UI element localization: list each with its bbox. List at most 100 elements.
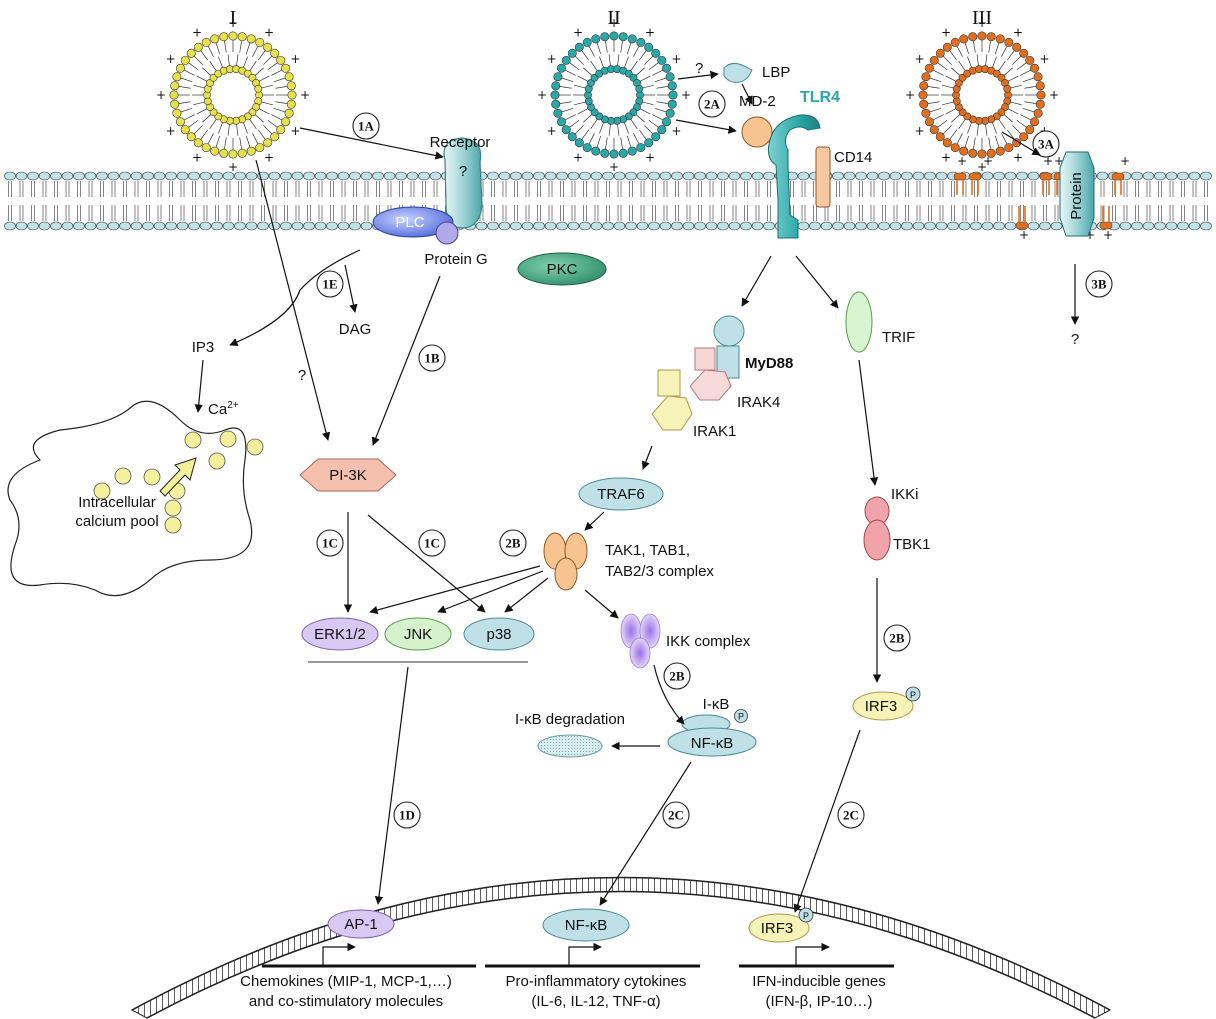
- jnk-label: JNK: [404, 626, 432, 643]
- p38: p38: [463, 617, 535, 651]
- protein-g-label: Protein G: [424, 251, 487, 268]
- svg-text:+: +: [1103, 228, 1113, 242]
- ap1-label: AP-1: [344, 916, 377, 933]
- svg-text:+: +: [671, 52, 681, 66]
- calcium-pool-line1: Intracellular: [78, 494, 156, 511]
- svg-text:1A: 1A: [358, 119, 375, 134]
- membrane-protein: Protein: [1059, 151, 1095, 237]
- pathway-III-question-mark: ?: [1071, 331, 1079, 348]
- svg-text:1C: 1C: [424, 536, 440, 551]
- svg-text:+: +: [166, 52, 176, 66]
- trif: [845, 291, 873, 353]
- gene-promoters: [262, 942, 894, 968]
- plc: PLC: [372, 206, 454, 238]
- svg-text:+: +: [537, 88, 547, 102]
- svg-text:+: +: [977, 16, 987, 30]
- calcium-release-arrow: [159, 457, 197, 497]
- md2: [741, 116, 773, 148]
- liposome-II: ++++++++++++: [537, 16, 691, 174]
- svg-text:+: +: [192, 150, 202, 164]
- roman-label-I: I: [230, 7, 237, 29]
- step-markers: 1A 1B 1C 1C 1D 1E 2A 2B 2B 2B 2C 2C 3A 3B: [316, 90, 1113, 829]
- svg-text:+: +: [573, 26, 583, 40]
- plc-label: PLC: [395, 214, 424, 231]
- ikk-complex: [620, 613, 661, 669]
- svg-text:+: +: [192, 26, 202, 40]
- svg-text:+: +: [1054, 154, 1064, 168]
- pkc: PKC: [517, 252, 607, 286]
- irf3-nucleus-phospho-label: P: [803, 911, 809, 921]
- calcium-ions: [93, 430, 264, 534]
- svg-text:+: +: [1013, 26, 1023, 40]
- svg-text:+: +: [1043, 154, 1053, 168]
- calcium-pool: [7, 400, 253, 597]
- tlr4-label: TLR4: [800, 89, 840, 106]
- svg-text:+: +: [1039, 52, 1049, 66]
- irak4: [689, 347, 732, 401]
- ikb-phospho-label: P: [738, 712, 744, 722]
- step-marker-s1d: 1D: [393, 801, 421, 829]
- step-marker-s1a: 1A: [352, 112, 380, 140]
- svg-text:1C: 1C: [322, 536, 338, 551]
- svg-text:+: +: [983, 154, 993, 168]
- md2-label: MD-2: [739, 93, 776, 110]
- irf3-phospho-label: P: [910, 690, 916, 700]
- irf3-nucleus: P IRF3: [748, 907, 814, 943]
- svg-text:+: +: [547, 52, 557, 66]
- tak-label-line1: TAK1, TAB1,: [605, 542, 690, 559]
- lbp-label: LBP: [762, 64, 790, 81]
- svg-text:+: +: [609, 16, 619, 30]
- irf3-label: IRF3: [865, 698, 898, 715]
- step-marker-s2a: 2A: [698, 90, 726, 118]
- svg-text:2B: 2B: [889, 631, 905, 646]
- ikb-degradation-label: I-κB degradation: [515, 711, 625, 728]
- svg-text:+: +: [1049, 88, 1059, 102]
- receptor-unknown-mark: ?: [459, 163, 467, 180]
- pathway-arrows: [194, 70, 1080, 913]
- step-marker-s1c-a: 1C: [316, 529, 344, 557]
- step-marker-s2c-b: 2C: [837, 801, 865, 829]
- svg-text:+: +: [300, 88, 310, 102]
- ikk-label: IKK complex: [666, 633, 751, 650]
- svg-text:+: +: [290, 124, 300, 138]
- roman-label-III: III: [972, 7, 992, 29]
- svg-text:+: +: [905, 88, 915, 102]
- pkc-label: PKC: [547, 261, 578, 278]
- ap1: AP-1: [327, 909, 395, 939]
- irf3-nucleus-label: IRF3: [761, 920, 794, 937]
- svg-text:+: +: [290, 52, 300, 66]
- roman-label-II: II: [607, 7, 620, 29]
- step-marker-s2b-a: 2B: [499, 529, 527, 557]
- p38-label: p38: [486, 626, 511, 643]
- svg-text:2A: 2A: [704, 97, 721, 112]
- nfkb-nucleus: NF-κB: [542, 908, 630, 942]
- step-marker-s1c-b: 1C: [418, 529, 446, 557]
- svg-text:1B: 1B: [424, 351, 440, 366]
- ikki-tbk1: [863, 496, 891, 561]
- genes-chemokines-line1: Chemokines (MIP-1, MCP-1,…): [240, 973, 452, 990]
- svg-text:2C: 2C: [668, 808, 684, 823]
- svg-text:+: +: [671, 124, 681, 138]
- tbk1-label: TBK1: [893, 536, 931, 553]
- genes-ifn-line1: IFN-inducible genes: [752, 973, 885, 990]
- svg-text:+: +: [915, 124, 925, 138]
- tak-label-line2: TAB2/3 complex: [605, 563, 714, 580]
- traf6: TRAF6: [578, 477, 664, 511]
- irf3-cytoplasm: P: [852, 686, 921, 721]
- ip3-label: IP3: [192, 339, 215, 356]
- svg-text:+: +: [228, 160, 238, 174]
- svg-text:+: +: [609, 160, 619, 174]
- calcium-pool-line2: calcium pool: [75, 513, 158, 530]
- trif-label: TRIF: [882, 329, 915, 346]
- svg-text:3B: 3B: [1091, 277, 1107, 292]
- svg-text:3A: 3A: [1038, 137, 1055, 152]
- svg-text:+: +: [264, 26, 274, 40]
- nfkb-label: NF-κB: [691, 735, 734, 752]
- step-marker-s2b-b: 2B: [663, 662, 691, 690]
- step-marker-s2b-c: 2B: [883, 624, 911, 652]
- traf6-label: TRAF6: [597, 486, 645, 503]
- svg-text:2B: 2B: [505, 536, 521, 551]
- svg-text:1E: 1E: [322, 277, 337, 292]
- ikki-label: IKKi: [891, 486, 919, 503]
